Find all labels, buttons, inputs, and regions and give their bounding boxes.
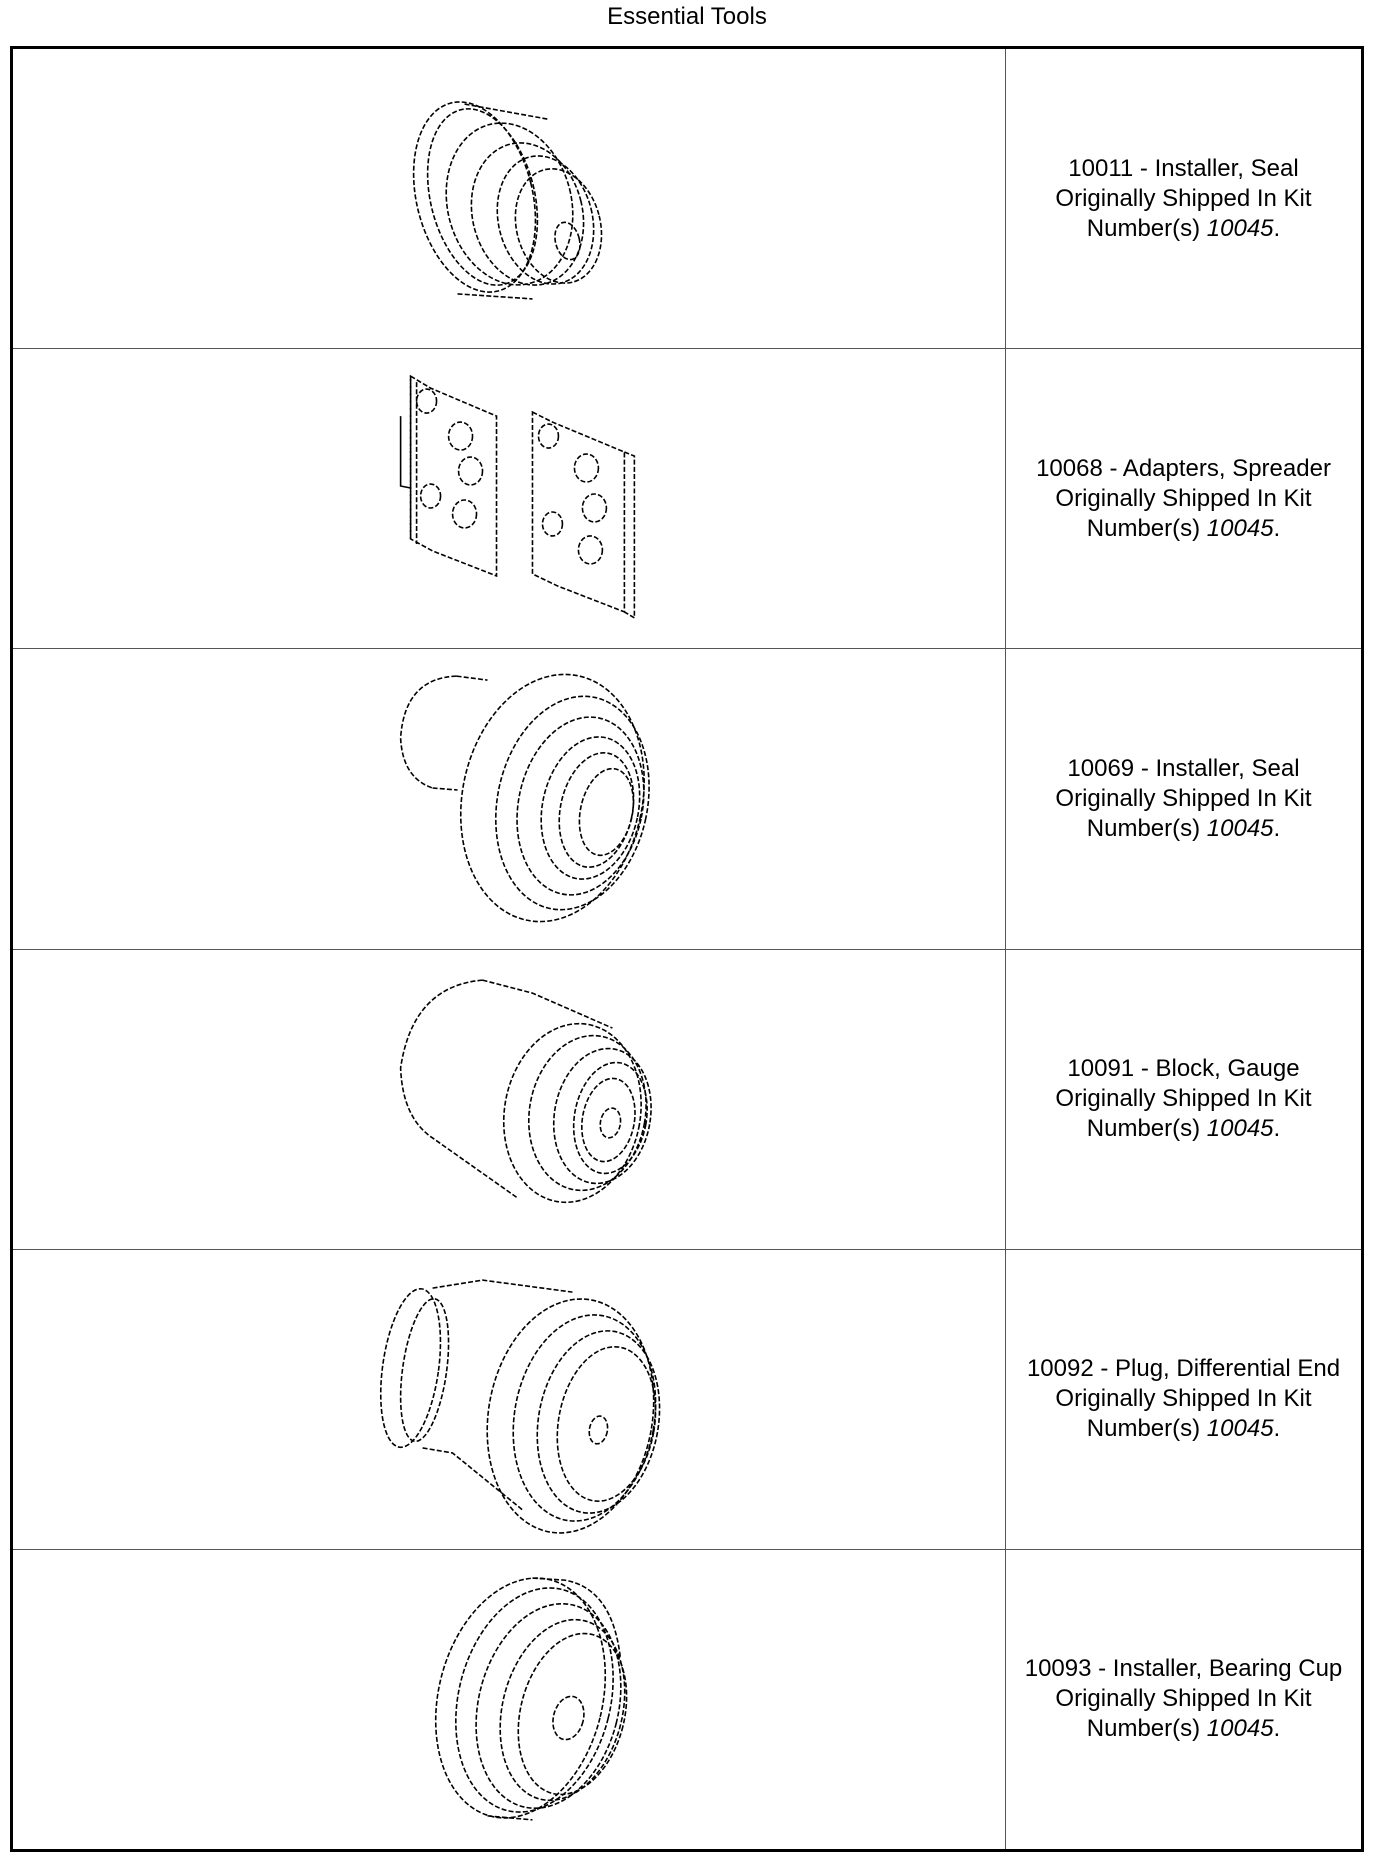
- tool-image-cell: [13, 49, 1006, 349]
- tool-kit-number: 10045: [1206, 1415, 1274, 1443]
- tool-period: .: [1273, 1415, 1281, 1443]
- bearing-cup-installer-drawing-icon: [434, 1577, 628, 1822]
- tool-description: 10091 - Block, Gauge Originally Shipped …: [1006, 950, 1361, 1249]
- seal-installer-drawing-icon: [412, 100, 603, 300]
- tool-number-label: Number(s): [1086, 1715, 1201, 1743]
- tool-kit-number: 10045: [1206, 814, 1274, 842]
- tool-shipped-text: Originally Shipped In Kit: [1055, 484, 1312, 512]
- tool-image-cell: [13, 1549, 1006, 1850]
- tool-name: 10092 - Plug, Differential End: [1026, 1355, 1341, 1383]
- gauge-block-drawing-icon: [399, 979, 652, 1204]
- tool-name: 10068 - Adapters, Spreader: [1036, 454, 1331, 482]
- tool-number-label: Number(s): [1086, 1115, 1201, 1143]
- tool-description: 10069 - Installer, Seal Originally Shipp…: [1006, 649, 1361, 948]
- tool-row: 10091 - Block, Gauge Originally Shipped …: [13, 949, 1361, 1250]
- tool-row: 10011 - Installer, Seal Originally Shipp…: [13, 49, 1361, 350]
- tools-table: 10011 - Installer, Seal Originally Shipp…: [10, 46, 1364, 1852]
- tool-period: .: [1273, 814, 1281, 842]
- tool-name: 10093 - Installer, Bearing Cup: [1024, 1655, 1343, 1683]
- page-title: Essential Tools: [607, 3, 767, 30]
- tool-number-label: Number(s): [1086, 214, 1201, 242]
- tool-name: 10011 - Installer, Seal: [1068, 154, 1299, 182]
- tool-description: 10068 - Adapters, Spreader Originally Sh…: [1006, 349, 1361, 648]
- tool-kit-number: 10045: [1206, 214, 1274, 242]
- tool-number-label: Number(s): [1086, 814, 1201, 842]
- tool-description: 10093 - Installer, Bearing Cup Originall…: [1006, 1550, 1361, 1849]
- tool-shipped-text: Originally Shipped In Kit: [1055, 784, 1312, 812]
- tool-row: 10093 - Installer, Bearing Cup Originall…: [13, 1549, 1361, 1850]
- tool-image-cell: [13, 1249, 1006, 1549]
- tool-shipped-text: Originally Shipped In Kit: [1055, 1685, 1312, 1713]
- tool-description: 10092 - Plug, Differential End Originall…: [1006, 1250, 1361, 1549]
- tool-image-cell: [13, 649, 1006, 949]
- tool-kit-number: 10045: [1206, 1115, 1274, 1143]
- tool-number-label: Number(s): [1086, 514, 1201, 542]
- tool-kit-number: 10045: [1206, 514, 1274, 542]
- tool-period: .: [1273, 214, 1281, 242]
- differential-plug-drawing-icon: [379, 1279, 661, 1535]
- tool-shipped-text: Originally Shipped In Kit: [1055, 184, 1312, 212]
- tool-shipped-text: Originally Shipped In Kit: [1055, 1085, 1312, 1113]
- tool-row: 10068 - Adapters, Spreader Originally Sh…: [13, 349, 1361, 650]
- spreader-adapters-drawing-icon: [399, 374, 636, 620]
- tool-image-cell: [13, 949, 1006, 1249]
- tool-period: .: [1273, 1715, 1281, 1743]
- tool-name: 10091 - Block, Gauge: [1067, 1055, 1300, 1083]
- seal-installer-drawing-icon: [399, 673, 650, 923]
- tool-shipped-text: Originally Shipped In Kit: [1055, 1385, 1312, 1413]
- tool-row: 10069 - Installer, Seal Originally Shipp…: [13, 649, 1361, 950]
- tool-description: 10011 - Installer, Seal Originally Shipp…: [1006, 49, 1361, 348]
- tool-row: 10092 - Plug, Differential End Originall…: [13, 1249, 1361, 1550]
- tool-name: 10069 - Installer, Seal: [1067, 754, 1300, 782]
- tool-image-cell: [13, 349, 1006, 649]
- tool-kit-number: 10045: [1206, 1715, 1274, 1743]
- tool-period: .: [1273, 514, 1281, 542]
- tool-period: .: [1273, 1115, 1281, 1143]
- tool-number-label: Number(s): [1086, 1415, 1201, 1443]
